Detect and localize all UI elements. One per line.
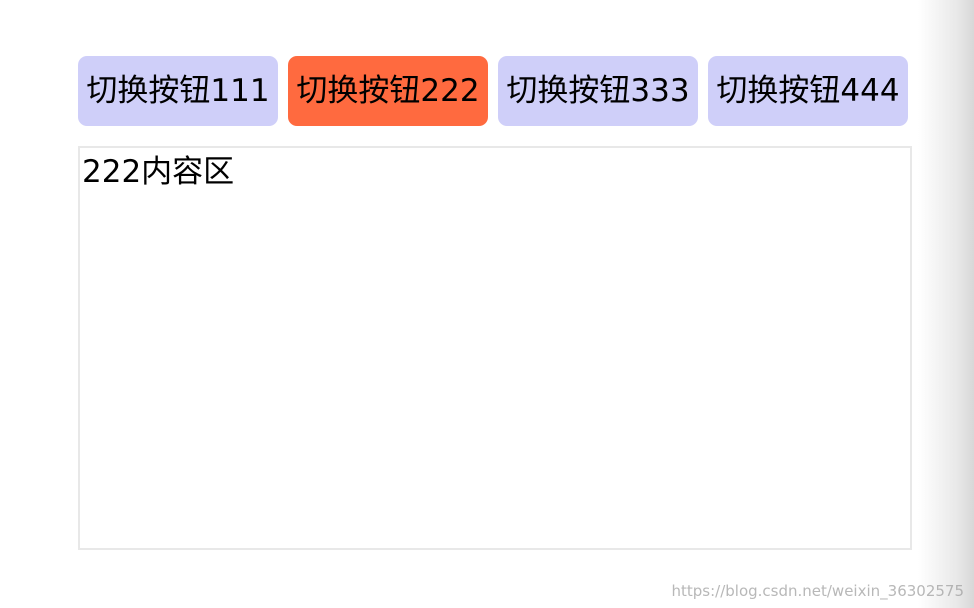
tab-button-222[interactable]: 切换按钮222 [288,56,488,126]
tab-button-111[interactable]: 切换按钮111 [78,56,278,126]
watermark: https://blog.csdn.net/weixin_36302575 [671,582,964,600]
tab-button-444[interactable]: 切换按钮444 [708,56,908,126]
tab-button-333[interactable]: 切换按钮333 [498,56,698,126]
window-edge-shadow [918,0,974,608]
content-text: 222内容区 [82,154,235,190]
content-panel: 222内容区 [78,146,912,550]
tab-bar: 切换按钮111 切换按钮222 切换按钮333 切换按钮444 [78,56,910,126]
